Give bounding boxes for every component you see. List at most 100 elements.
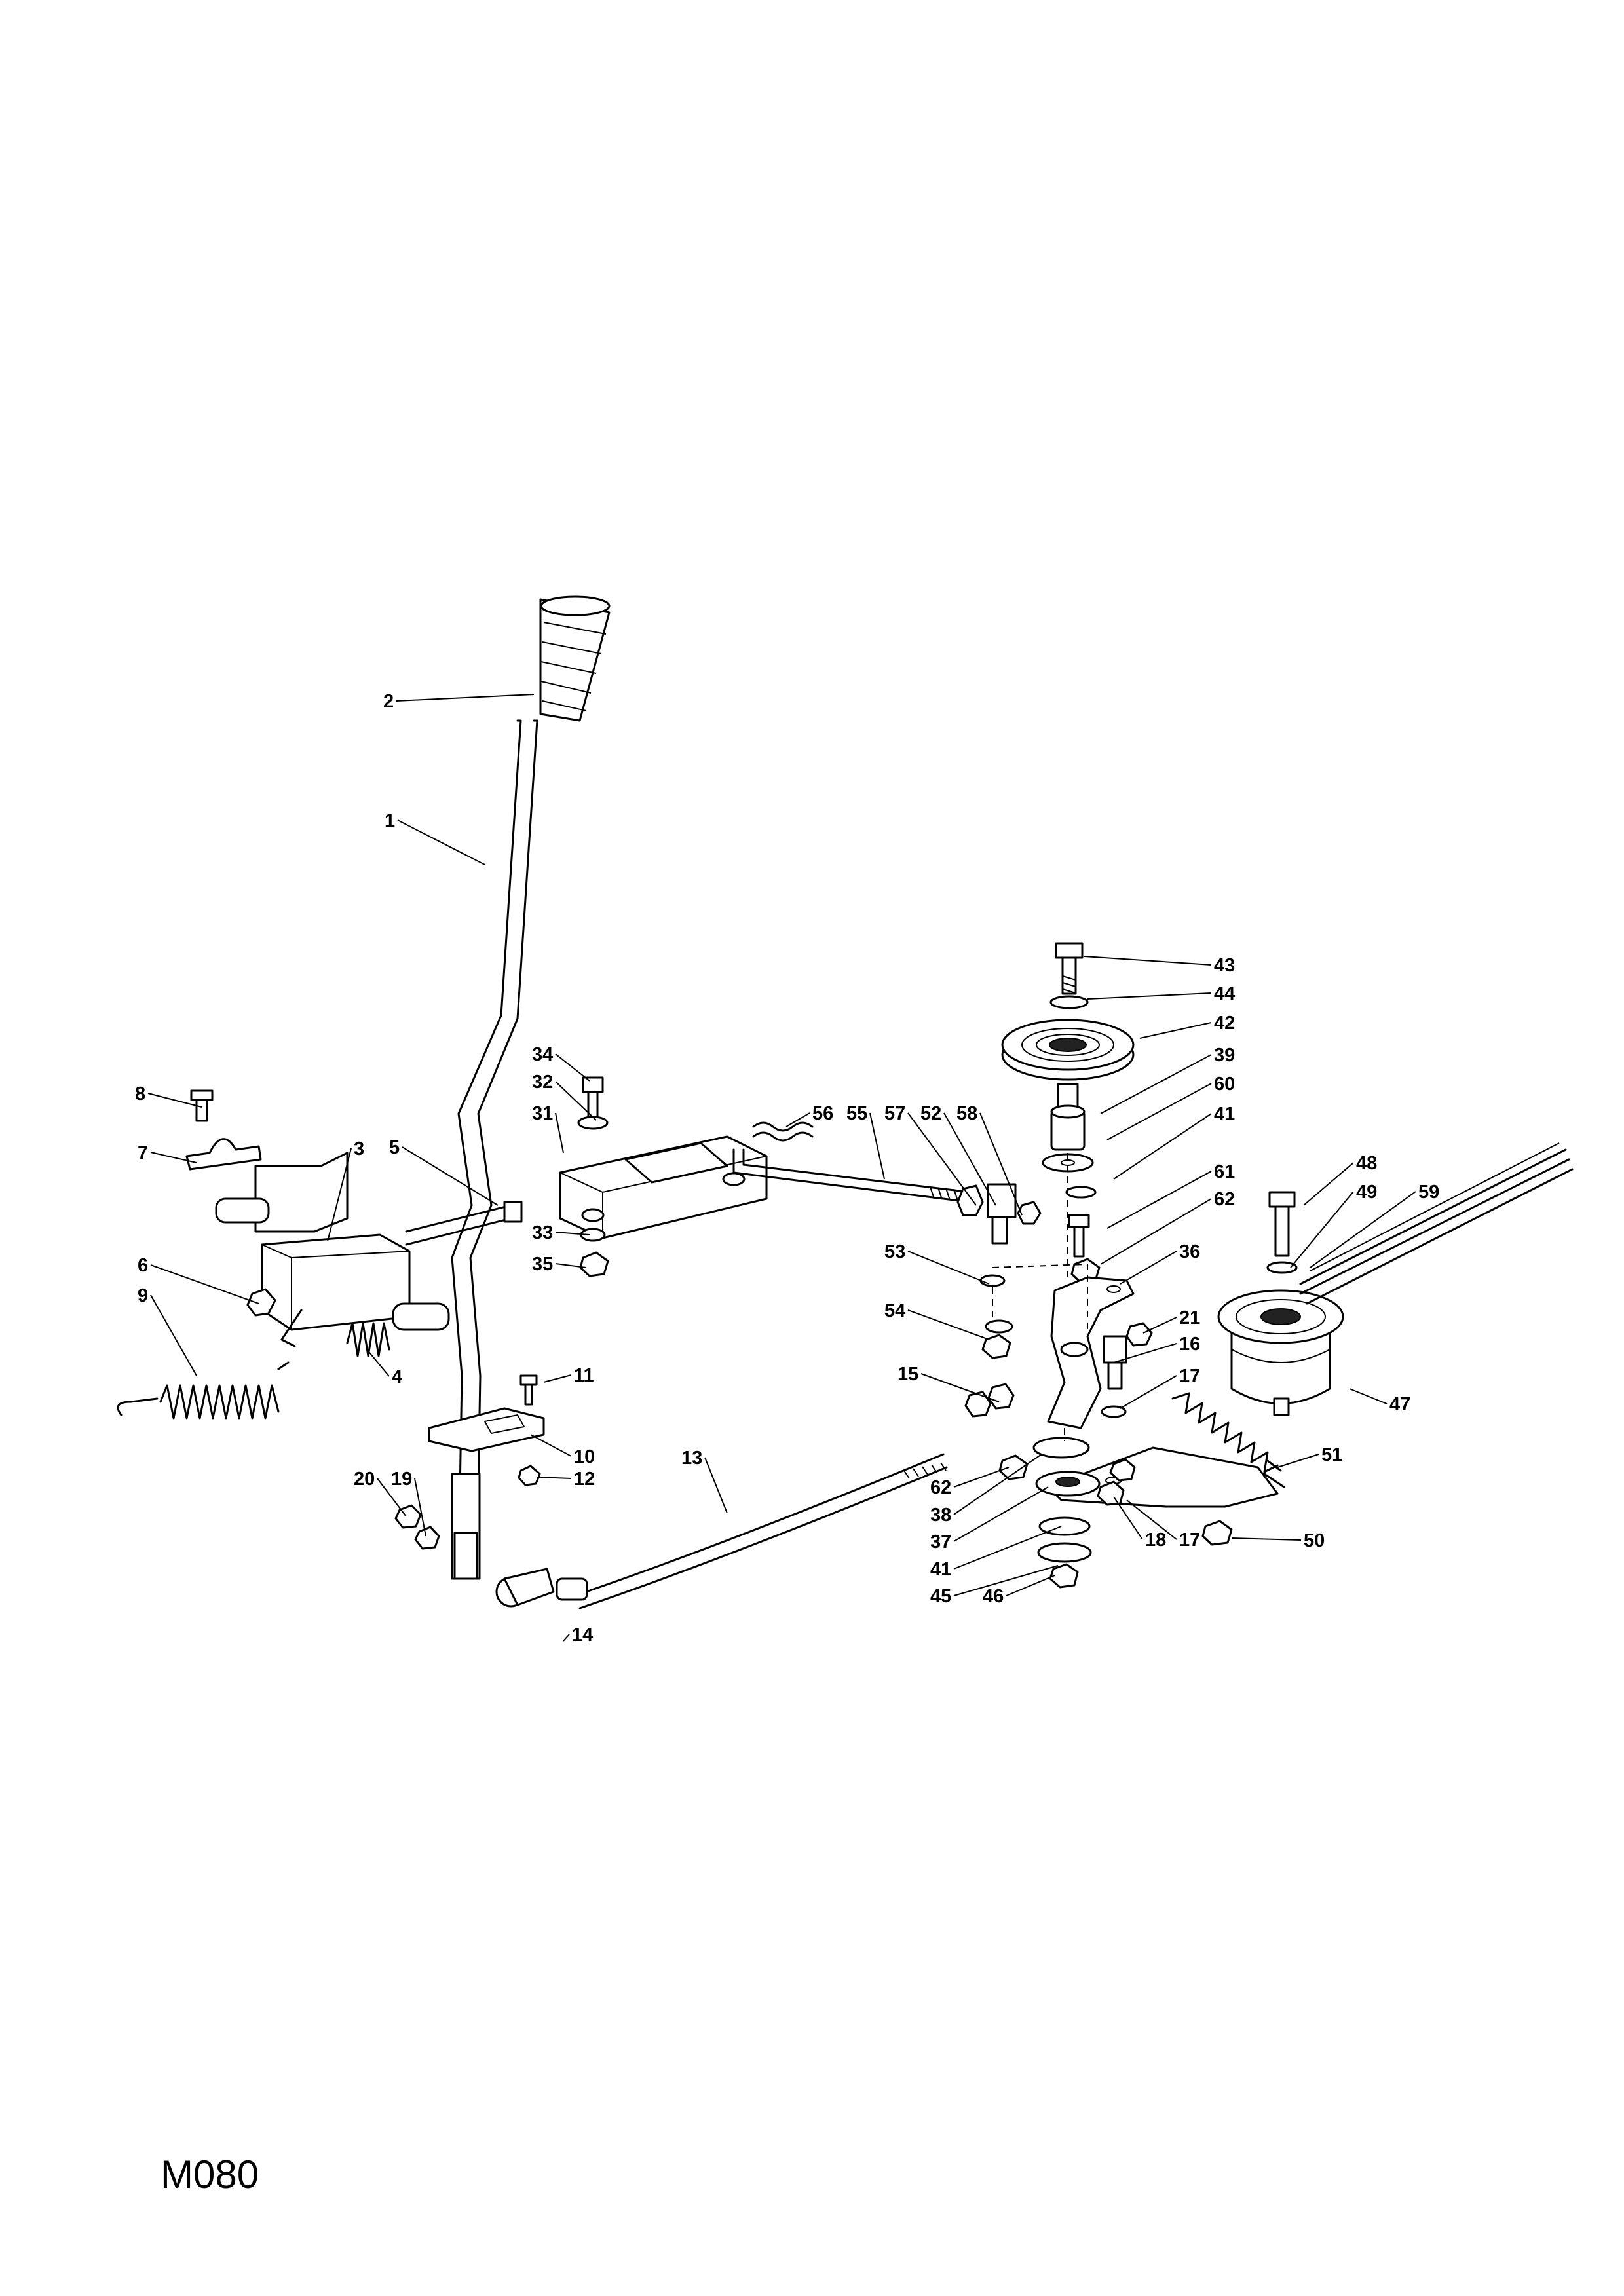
leader-line xyxy=(555,1053,590,1082)
leader-line xyxy=(150,1152,197,1163)
pulley-42 xyxy=(1001,1019,1135,1081)
callout-label: 45 xyxy=(930,1586,951,1607)
leader-line xyxy=(1139,1022,1212,1039)
alignment-lines xyxy=(992,1153,1088,1441)
leader-line xyxy=(907,1309,990,1340)
leader-line xyxy=(943,1112,996,1206)
leader-line xyxy=(555,1112,564,1154)
callout-label: 17 xyxy=(1179,1366,1200,1387)
ball-joint-14 xyxy=(495,1568,588,1608)
leader-line xyxy=(530,1434,572,1457)
leader-line xyxy=(785,1112,810,1127)
leader-line xyxy=(1290,1191,1354,1268)
callout-label: 36 xyxy=(1179,1241,1200,1262)
leader-line xyxy=(979,1112,1023,1216)
bolt-61 xyxy=(1068,1214,1090,1258)
callout-label: 54 xyxy=(884,1300,905,1321)
callout-label: 9 xyxy=(138,1285,148,1306)
washer-upper xyxy=(1065,1186,1097,1199)
leader-line xyxy=(1126,1499,1177,1540)
leader-line xyxy=(147,1093,202,1108)
leader-line xyxy=(402,1146,499,1206)
leader-line xyxy=(1142,1317,1177,1334)
leader-line xyxy=(953,1486,1049,1542)
leader-line xyxy=(1113,1496,1143,1540)
leader-line xyxy=(1277,1454,1319,1468)
leader-line xyxy=(1303,1162,1354,1206)
callout-label: 44 xyxy=(1214,983,1235,1004)
callout-label: 52 xyxy=(920,1103,941,1124)
callout-label: 62 xyxy=(1214,1189,1235,1210)
callout-label: 12 xyxy=(574,1469,595,1490)
leader-line xyxy=(396,694,535,702)
callout-label: 32 xyxy=(532,1072,553,1093)
spring-4 xyxy=(346,1322,390,1357)
gear-knob xyxy=(539,595,611,722)
callout-label: 57 xyxy=(884,1103,905,1124)
leader-line xyxy=(1106,1171,1212,1229)
swivel-16 xyxy=(1103,1322,1153,1390)
callout-label: 47 xyxy=(1389,1394,1410,1415)
callout-label: 46 xyxy=(983,1586,1004,1607)
callout-label: 59 xyxy=(1418,1182,1439,1203)
callout-labels: 1234567891011121314151617181920213132333… xyxy=(135,691,1439,1646)
callout-label: 48 xyxy=(1356,1153,1377,1174)
bolt-34 xyxy=(577,1076,609,1130)
leader-line xyxy=(1087,992,1212,1000)
idler-arm-36 xyxy=(1047,1276,1135,1429)
mounting-angle xyxy=(559,1135,768,1239)
leader-line xyxy=(327,1148,352,1242)
bushing-60 xyxy=(1050,1104,1086,1151)
callout-label: 49 xyxy=(1356,1182,1377,1203)
callout-label: 38 xyxy=(930,1505,951,1526)
nut-54 xyxy=(981,1334,1011,1359)
callout-label: 19 xyxy=(391,1469,412,1490)
callout-label: 61 xyxy=(1214,1161,1235,1182)
pulley-bolt-43 xyxy=(1055,942,1084,995)
wire-clip-56 xyxy=(752,1121,814,1142)
leader-line xyxy=(907,1112,977,1206)
leader-line xyxy=(150,1264,259,1304)
spacer-39 xyxy=(1057,1083,1079,1108)
leader-line xyxy=(907,1251,990,1285)
callout-label: 58 xyxy=(956,1103,977,1124)
leader-line xyxy=(920,1373,1000,1402)
leader-line xyxy=(397,819,485,865)
callout-label: 18 xyxy=(1145,1530,1166,1551)
washer-17-upper xyxy=(1101,1405,1127,1418)
callout-label: 6 xyxy=(138,1255,148,1276)
leader-line xyxy=(1100,1054,1212,1114)
leader-line xyxy=(543,1374,572,1383)
leader-line xyxy=(1231,1537,1302,1541)
callout-label: 41 xyxy=(930,1559,951,1580)
leader-line xyxy=(704,1457,728,1514)
callout-label: 53 xyxy=(884,1241,905,1262)
washer-45 xyxy=(1037,1542,1092,1563)
sheet-code: M080 xyxy=(161,2153,259,2196)
nut-46 xyxy=(1049,1563,1079,1589)
leader-line xyxy=(1349,1388,1388,1404)
callout-label: 13 xyxy=(681,1448,702,1469)
nuts-18-17 xyxy=(1097,1458,1136,1506)
callout-label: 15 xyxy=(897,1364,918,1385)
callout-label: 60 xyxy=(1214,1074,1235,1095)
callout-label: 1 xyxy=(385,810,395,831)
callout-label: 33 xyxy=(532,1222,553,1243)
bushing-37 xyxy=(1035,1471,1101,1497)
leader-line xyxy=(563,1634,570,1642)
swivel-block xyxy=(956,1183,1042,1245)
washer-44 xyxy=(1049,995,1089,1009)
callout-label: 43 xyxy=(1214,955,1235,976)
callout-label: 8 xyxy=(135,1083,145,1104)
leader-lines xyxy=(147,694,1416,1642)
callout-label: 17 xyxy=(1179,1530,1200,1551)
pulley-bolt-48 xyxy=(1268,1191,1296,1257)
leader-line xyxy=(1113,1113,1212,1180)
nut-50 xyxy=(1201,1520,1233,1546)
callout-label: 21 xyxy=(1179,1308,1200,1328)
washer-49 xyxy=(1266,1261,1298,1274)
callout-label: 35 xyxy=(532,1254,553,1275)
gear-lever xyxy=(451,719,538,1580)
clamp-bracket xyxy=(185,1089,262,1171)
